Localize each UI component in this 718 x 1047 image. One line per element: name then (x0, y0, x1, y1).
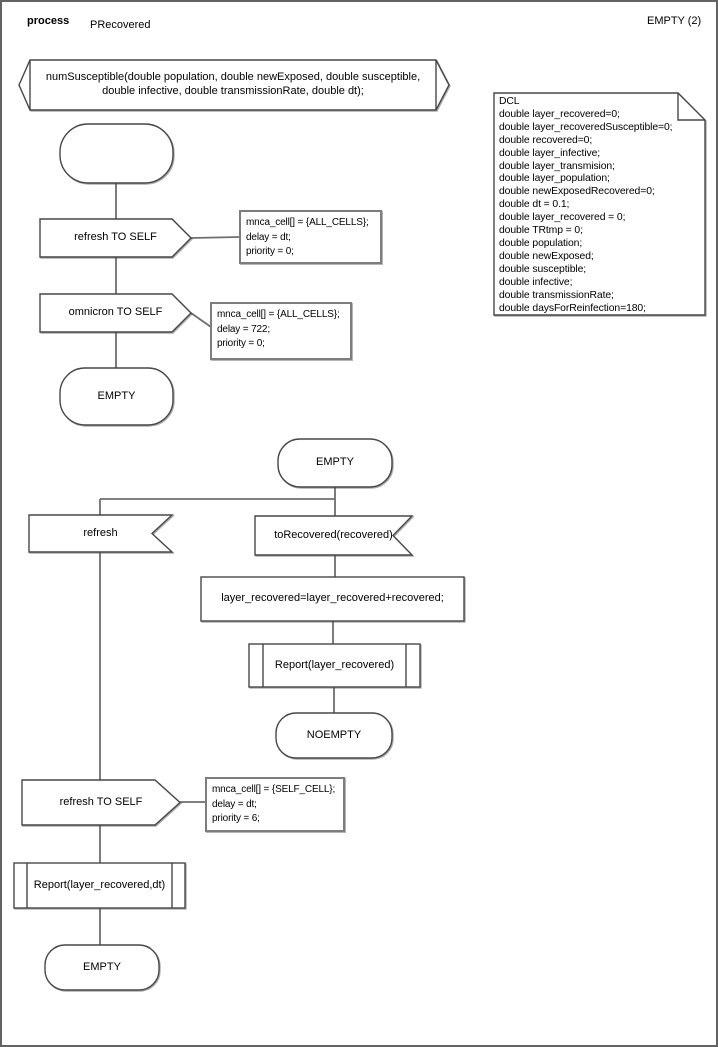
state-empty-1-shape[interactable] (59, 367, 174, 426)
process-kind-label: process (27, 15, 70, 27)
procedure-banner-shape[interactable] (18, 59, 450, 111)
dcl-text-symbol-shape[interactable] (493, 92, 706, 316)
task-layer-recovered-shape[interactable] (200, 576, 465, 622)
state-noempty-shape[interactable] (275, 712, 393, 759)
comment-refresh-params[interactable]: mnca_cell[] = {ALL_CELLS}; delay = dt; p… (239, 210, 382, 264)
comment-refresh-self-params[interactable]: mnca_cell[] = {SELF_CELL}; delay = dt; p… (205, 777, 345, 832)
send-refresh-self-shape[interactable] (21, 779, 182, 826)
comment-link-line (190, 236, 241, 239)
note-fold-corner (677, 93, 705, 121)
comment-link-line (190, 312, 212, 328)
call-report-shape[interactable] (248, 643, 421, 688)
comment-omnicron-params[interactable]: mnca_cell[] = {ALL_CELLS}; delay = 722; … (210, 302, 352, 360)
send-omnicron-shape[interactable] (39, 293, 192, 333)
connectors (99, 183, 336, 946)
send-refresh-shape[interactable] (39, 218, 192, 258)
start-state-shape[interactable] (59, 123, 174, 184)
process-name: PRecovered (90, 19, 151, 31)
input-torecovered-shape[interactable] (254, 515, 414, 556)
state-empty-mid-shape[interactable] (277, 438, 393, 488)
input-refresh-shape[interactable] (28, 514, 174, 553)
page-label: EMPTY (2) (647, 15, 702, 27)
call-report-dt-shape[interactable] (13, 862, 186, 909)
state-empty-final-shape[interactable] (44, 944, 160, 991)
